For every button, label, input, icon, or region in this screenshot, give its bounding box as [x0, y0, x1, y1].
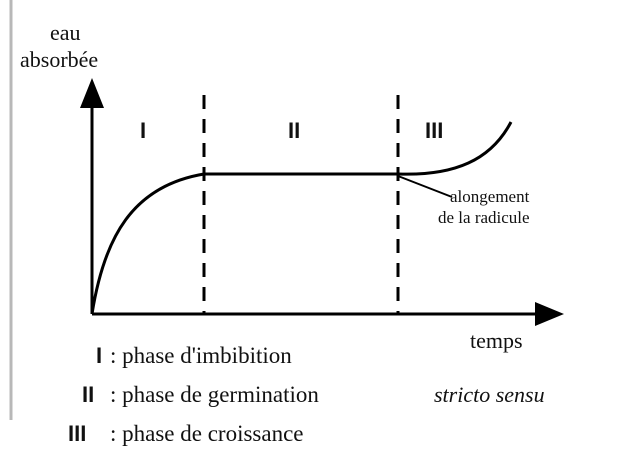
- phase-label-1: I: [140, 118, 146, 143]
- legend-text-3: : phase de croissance: [110, 421, 304, 446]
- legend-numeral-3: III: [68, 421, 86, 446]
- phase-label-3: III: [425, 118, 443, 143]
- phase-label-2: II: [288, 118, 300, 143]
- annotation-pointer: [397, 175, 453, 198]
- x-axis-label: temps: [470, 328, 523, 353]
- legend-numeral-2: II: [82, 382, 94, 407]
- annotation-line-2: de la radicule: [438, 208, 530, 227]
- legend-text-1: : phase d'imbibition: [110, 343, 292, 368]
- y-axis-label-line-2: absorbée: [20, 47, 98, 72]
- y-axis-arrowhead: [80, 78, 104, 108]
- legend-text-2: : phase de germination: [110, 382, 319, 407]
- legend-note: stricto sensu: [434, 382, 545, 407]
- legend-numeral-1: I: [96, 343, 102, 368]
- annotation-line-1: alongement: [450, 187, 530, 206]
- absorption-curve: [90, 121, 513, 315]
- x-axis-arrowhead: [535, 302, 564, 326]
- y-axis-label-line-1: eau: [50, 20, 81, 45]
